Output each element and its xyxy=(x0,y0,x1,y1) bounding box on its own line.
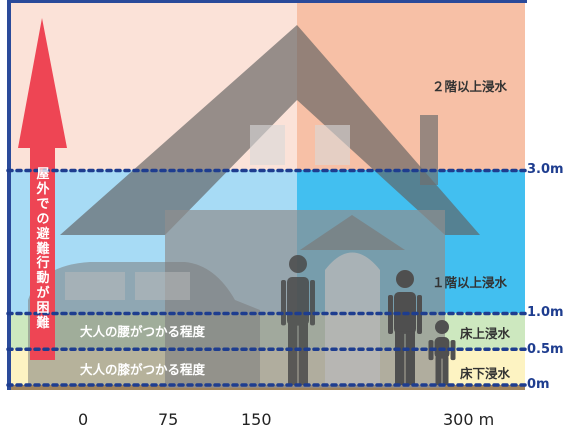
band-label-floor2: ２階以上浸水 xyxy=(432,79,508,94)
adult-silhouette-icon-arm-left xyxy=(281,280,286,326)
top-border xyxy=(7,0,527,3)
car-icon xyxy=(28,262,260,385)
adult-silhouette-icon-2-head xyxy=(396,270,414,288)
up-arrow-icon xyxy=(18,18,67,360)
up-arrow-shape xyxy=(18,18,67,360)
zone-label-knee: 大人の膝がつかる程度 xyxy=(80,362,206,377)
zone-label-waist: 大人の腰がつかる程度 xyxy=(80,324,206,339)
adult-silhouette-icon-leg-right xyxy=(298,322,308,385)
level-label-1m: 1.0m xyxy=(527,305,564,320)
car-window-rear xyxy=(135,272,190,300)
house-roof xyxy=(60,25,480,235)
arrow-label: 屋外での避難行動が困難 xyxy=(36,167,50,332)
house-porch-roof xyxy=(300,215,405,250)
house-window-left xyxy=(250,125,285,165)
adult-silhouette-icon-torso xyxy=(287,277,309,326)
adult-silhouette-icon-head xyxy=(289,255,307,273)
child-silhouette-icon-leg-left xyxy=(435,357,442,385)
house-window-right xyxy=(315,125,350,165)
band-label-below-floor: 床下浸水 xyxy=(460,366,511,381)
band-label-floor1: １階以上浸水 xyxy=(432,275,508,290)
adult-silhouette-icon-2-leg-left xyxy=(395,331,405,385)
level-label-3m: 3.0m xyxy=(527,162,564,177)
house-chimney xyxy=(420,115,438,185)
house-door-arch xyxy=(325,252,380,385)
adult-silhouette-icon-2-arm-right xyxy=(417,295,422,335)
axis-tick-150: 150 xyxy=(241,410,272,429)
left-border xyxy=(7,0,11,390)
level-label-05m: 0.5m xyxy=(527,342,564,357)
adult-silhouette-icon-arm-right xyxy=(310,280,315,326)
level-label-0m: 0m xyxy=(527,377,550,392)
child-silhouette-icon-leg-right xyxy=(442,357,449,385)
axis-tick-0: 0 xyxy=(78,410,89,429)
axis-tick-75: 75 xyxy=(158,410,179,429)
child-silhouette-icon-head xyxy=(435,320,449,334)
car-window-front xyxy=(65,272,125,300)
adult-silhouette-icon-2-leg-right xyxy=(405,331,415,385)
adult-silhouette-icon-leg-left xyxy=(288,322,298,385)
axis-tick-300: 300 m xyxy=(443,410,495,429)
band-label-above-floor: 床上浸水 xyxy=(460,326,511,341)
